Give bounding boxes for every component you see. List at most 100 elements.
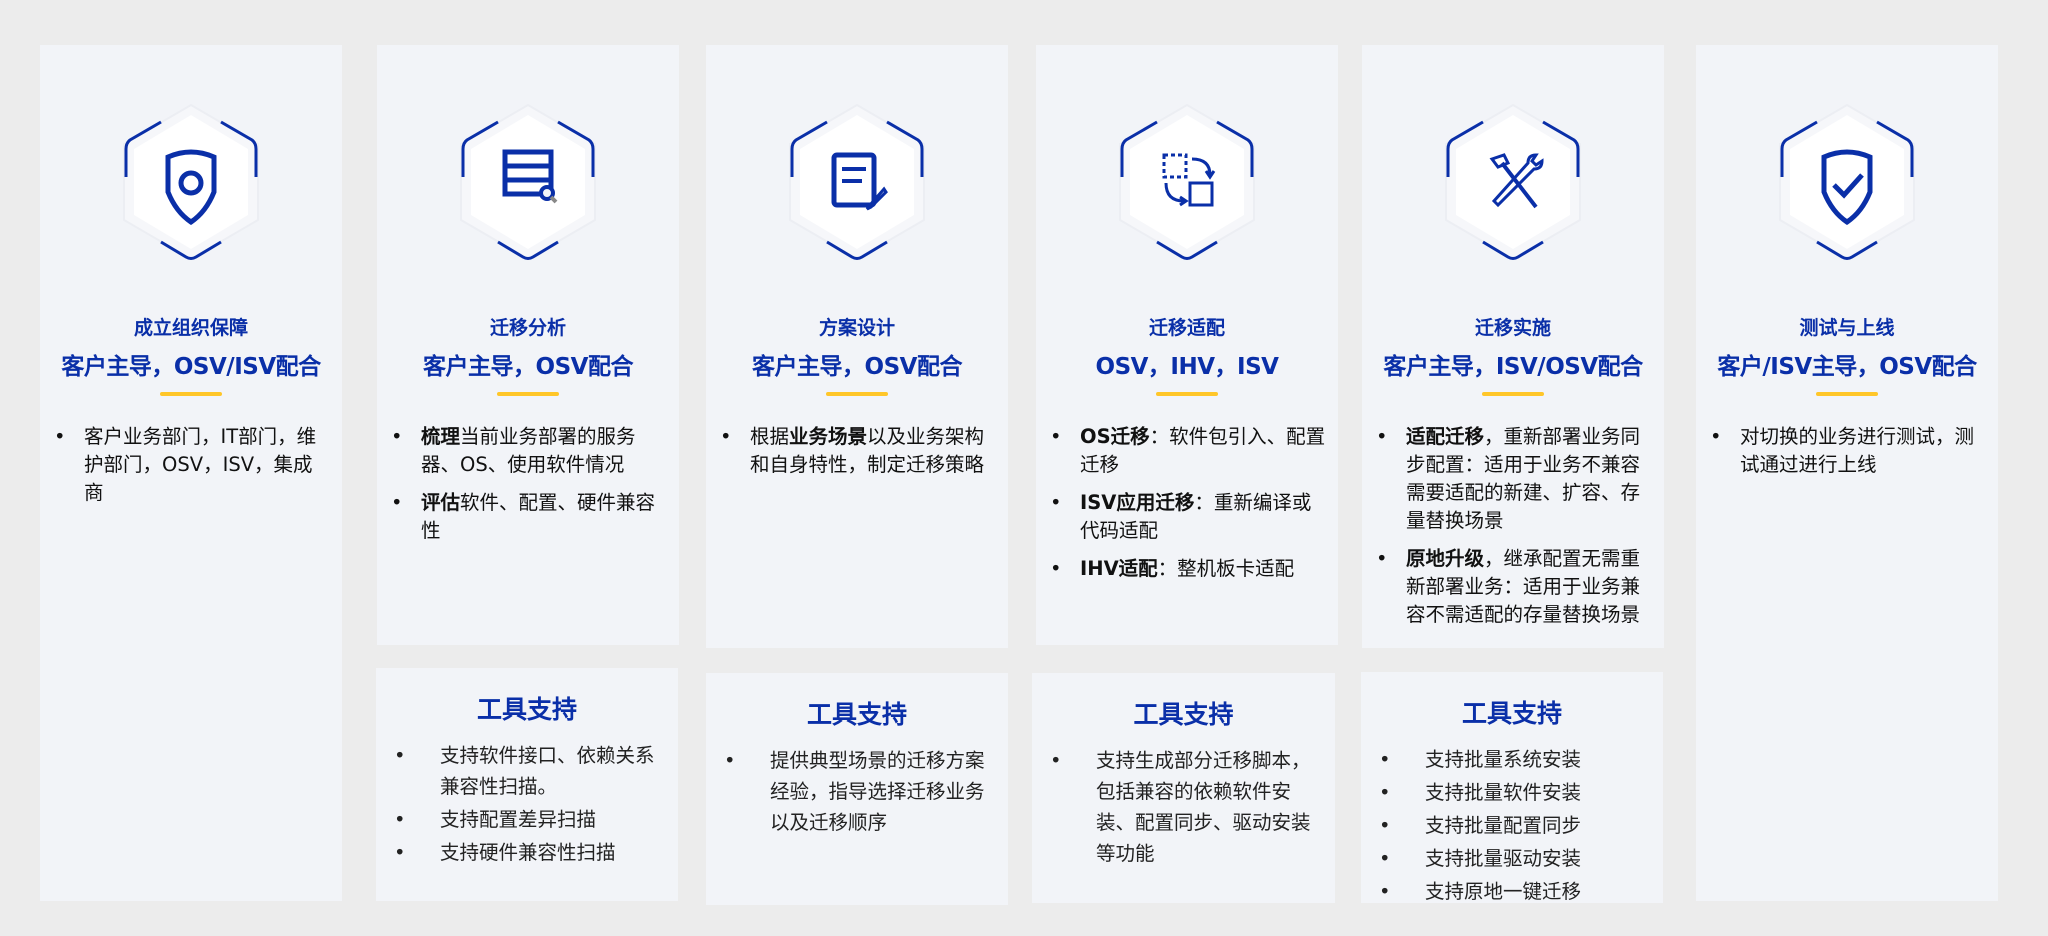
stage-responsibility: 客户主导，OSV/ISV配合	[61, 354, 321, 380]
title-underline	[497, 392, 559, 396]
stage-card: 测试与上线客户/ISV主导，OSV配合•对切换的业务进行测试，测试通过进行上线	[1696, 45, 1998, 901]
tool-item-text: 支持批量系统安装	[1425, 748, 1582, 771]
shield-icon	[106, 97, 276, 267]
list-item: • OS迁移：软件包引入、配置迁移	[1050, 423, 1328, 479]
bullet-icon: •	[1379, 880, 1391, 903]
tool-item-text: 支持批量驱动安装	[1425, 847, 1582, 870]
stage-card: 方案设计客户主导，OSV配合 • 根据业务场景以及业务架构和自身特性，制定迁移策略	[706, 45, 1008, 648]
tool-support-card: 工具支持 • 提供典型场景的迁移方案经验，指导选择迁移业务以及迁移顺序	[706, 673, 1008, 905]
stage-title: 测试与上线	[1799, 317, 1895, 339]
tool-item-text: 支持原地一键迁移	[1425, 880, 1582, 903]
tool-support-title: 工具支持	[1461, 699, 1562, 728]
tool-support-title: 工具支持	[476, 695, 577, 724]
item-keyword: 业务场景	[789, 425, 868, 448]
stage-card: 成立组织保障客户主导，OSV/ISV配合 • 客户业务部门，IT部门，维护部门，OS…	[40, 45, 342, 901]
item-keyword: 适配迁移	[1406, 425, 1485, 448]
bullet-icon: •	[1050, 557, 1062, 580]
tool-support-title: 工具支持	[1133, 700, 1234, 729]
list-item: • 客户业务部门，IT部门，维护部门，OSV，ISV，集成商	[54, 423, 332, 507]
stage-card: 迁移适配 OSV，IHV，ISV • OS迁移：软件包引入、配置迁移 • ISV应用迁移 ：…	[1036, 45, 1338, 645]
bullet-icon: •	[1376, 425, 1388, 448]
tool-item-text: 支持硬件兼容性扫描	[440, 841, 616, 864]
tool-item: • 提供典型场景的迁移方案经验，指导选择迁移业务以及迁移顺序	[706, 745, 1008, 838]
tool-support-card: 工具支持 • 支持软件接口、依赖关系兼容性扫描。 • 支持配置差异扫描 • 支持硬件兼容性扫…	[376, 668, 678, 901]
title-underline	[1816, 392, 1878, 396]
bullet-icon: •	[1050, 749, 1062, 772]
item-text: ：整机板卡适配	[1157, 557, 1295, 580]
item-text: ，继承配置无需重新部署业务：适用于业务兼容不需适配的存量替换场景	[1406, 547, 1641, 626]
list-item: • IHV适配：整机板卡适配	[1050, 555, 1328, 583]
bullet-icon: •	[1379, 748, 1391, 771]
item-text: 根据	[750, 425, 790, 448]
bullet-icon: •	[394, 744, 406, 767]
item-text: 以及业务架构和自身特性，制定迁移策略	[750, 425, 985, 476]
transform-icon	[1102, 97, 1272, 267]
title-underline	[160, 392, 222, 396]
stage-responsibility: 客户主导，OSV配合	[423, 354, 633, 380]
tool-item-text: 提供典型场景的迁移方案经验，指导选择迁移业务以及迁移顺序	[770, 749, 985, 834]
stage-title: 方案设计	[818, 317, 895, 339]
tool-support-title: 工具支持	[806, 700, 907, 729]
tool-item: • 支持批量配置同步	[1361, 810, 1663, 841]
stage-title: 迁移分析	[489, 317, 566, 339]
tool-item-text: 支持生成部分迁移脚本，包括兼容的依赖软件安装、配置同步、驱动安装等功能	[1096, 749, 1311, 865]
bullet-icon: •	[1376, 547, 1388, 570]
stage-responsibility: OSV，IHV，ISV	[1095, 354, 1279, 380]
list-item: • 对切换的业务进行测试，测试通过进行上线	[1710, 423, 1988, 479]
bullet-icon: •	[394, 841, 406, 864]
stage-title: 成立组织保障	[133, 317, 248, 339]
item-text: 客户业务部门，IT部门，维护部门，OSV，ISV，集成商	[84, 425, 317, 504]
stage-items: •OS迁移：软件包引入、配置迁移•ISV应用迁移：重新编译或代码适配•IHV适配…	[1050, 423, 1328, 593]
bullet-icon: •	[1379, 814, 1391, 837]
stage-items: • 根据业务场景以及业务架构和自身特性，制定迁移策略	[720, 423, 998, 489]
item-keyword: 评估	[421, 491, 461, 514]
bullet-icon: •	[54, 425, 66, 448]
server-search-icon	[443, 97, 613, 267]
tool-item: • 支持生成部分迁移脚本，包括兼容的依赖软件安装、配置同步、驱动安装等功能	[1032, 745, 1335, 869]
tool-item-text: 支持配置差异扫描	[440, 808, 597, 831]
stage-items: • 适配迁移，重新部署业务同步配置：适用于业务不兼容需要适配的新建、扩容、存量替换…	[1376, 423, 1654, 639]
document-edit-icon	[772, 97, 942, 267]
tool-item-text: 支持软件接口、依赖关系兼容性扫描。	[440, 744, 655, 798]
tool-item: • 支持批量系统安装	[1361, 744, 1663, 775]
bullet-icon: •	[720, 425, 732, 448]
title-underline	[1156, 392, 1218, 396]
list-item: • 评估软件、配置、硬件兼容性	[391, 489, 669, 545]
tool-item: • 支持硬件兼容性扫描	[376, 837, 678, 868]
bullet-icon: •	[1710, 425, 1722, 448]
stage-responsibility: 客户主导，OSV配合	[752, 354, 962, 380]
stage-items: • 对切换的业务进行测试，测试通过进行上线	[1710, 423, 1988, 489]
bullet-icon: •	[724, 749, 736, 772]
list-item: • 原地升级，继承配置无需重新部署业务：适用于业务兼容不需适配的存量替换场景	[1376, 545, 1654, 629]
item-text: 软件、配置、硬件兼容性	[421, 491, 656, 542]
bullet-icon: •	[394, 808, 406, 831]
tool-support-card: 工具支持 • 支持生成部分迁移脚本，包括兼容的依赖软件安装、配置同步、驱动安装等功能	[1032, 673, 1335, 903]
stage-items: • 客户业务部门，IT部门，维护部门，OSV，ISV，集成商	[54, 423, 332, 517]
tool-item: • 支持原地一键迁移	[1361, 876, 1663, 907]
item-keyword: 梳理	[421, 425, 461, 448]
stage-items: •梳理当前业务部署的服务器、OS、使用软件情况•评估软件、配置、硬件兼容性	[391, 423, 669, 555]
list-item: •梳理当前业务部署的服务器、OS、使用软件情况	[391, 423, 669, 479]
item-text: ，重新部署业务同步配置：适用于业务不兼容需要适配的新建、扩容、存量替换场景	[1406, 425, 1641, 532]
bullet-icon: •	[1379, 847, 1391, 870]
item-keyword: ISV应用迁移	[1080, 491, 1195, 514]
item-keyword: OS迁移	[1080, 425, 1150, 448]
item-keyword: 原地升级	[1406, 547, 1485, 570]
tool-item-text: 支持批量软件安装	[1425, 781, 1582, 804]
tool-item: • 支持批量驱动安装	[1361, 843, 1663, 874]
item-text: ：软件包引入、配置迁移	[1080, 425, 1326, 476]
tools-icon	[1428, 97, 1598, 267]
tool-support-card: 工具支持 • 支持批量系统安装 • 支持批量软件安装 • 支持批量配置同步 • 支持批量驱动安装…	[1361, 672, 1663, 903]
list-item: • 适配迁移，重新部署业务同步配置：适用于业务不兼容需要适配的新建、扩容、存量替换…	[1376, 423, 1654, 535]
tool-item: • 支持软件接口、依赖关系兼容性扫描。	[376, 740, 678, 802]
tool-item-text: 支持批量配置同步	[1425, 814, 1582, 837]
bullet-icon: •	[1050, 425, 1062, 448]
title-underline	[826, 392, 888, 396]
list-item: • 根据业务场景以及业务架构和自身特性，制定迁移策略	[720, 423, 998, 479]
stage-card: 迁移实施客户主导，ISV/OSV配合•适配迁移，重新部署业务同步配置：适用于业务…	[1362, 45, 1664, 648]
bullet-icon: •	[391, 491, 403, 514]
stage-title: 迁移适配	[1148, 317, 1225, 339]
item-text: 对切换的业务进行测试，测试通过进行上线	[1740, 425, 1975, 476]
item-keyword: IHV适配	[1080, 557, 1158, 580]
bullet-icon: •	[391, 425, 403, 448]
